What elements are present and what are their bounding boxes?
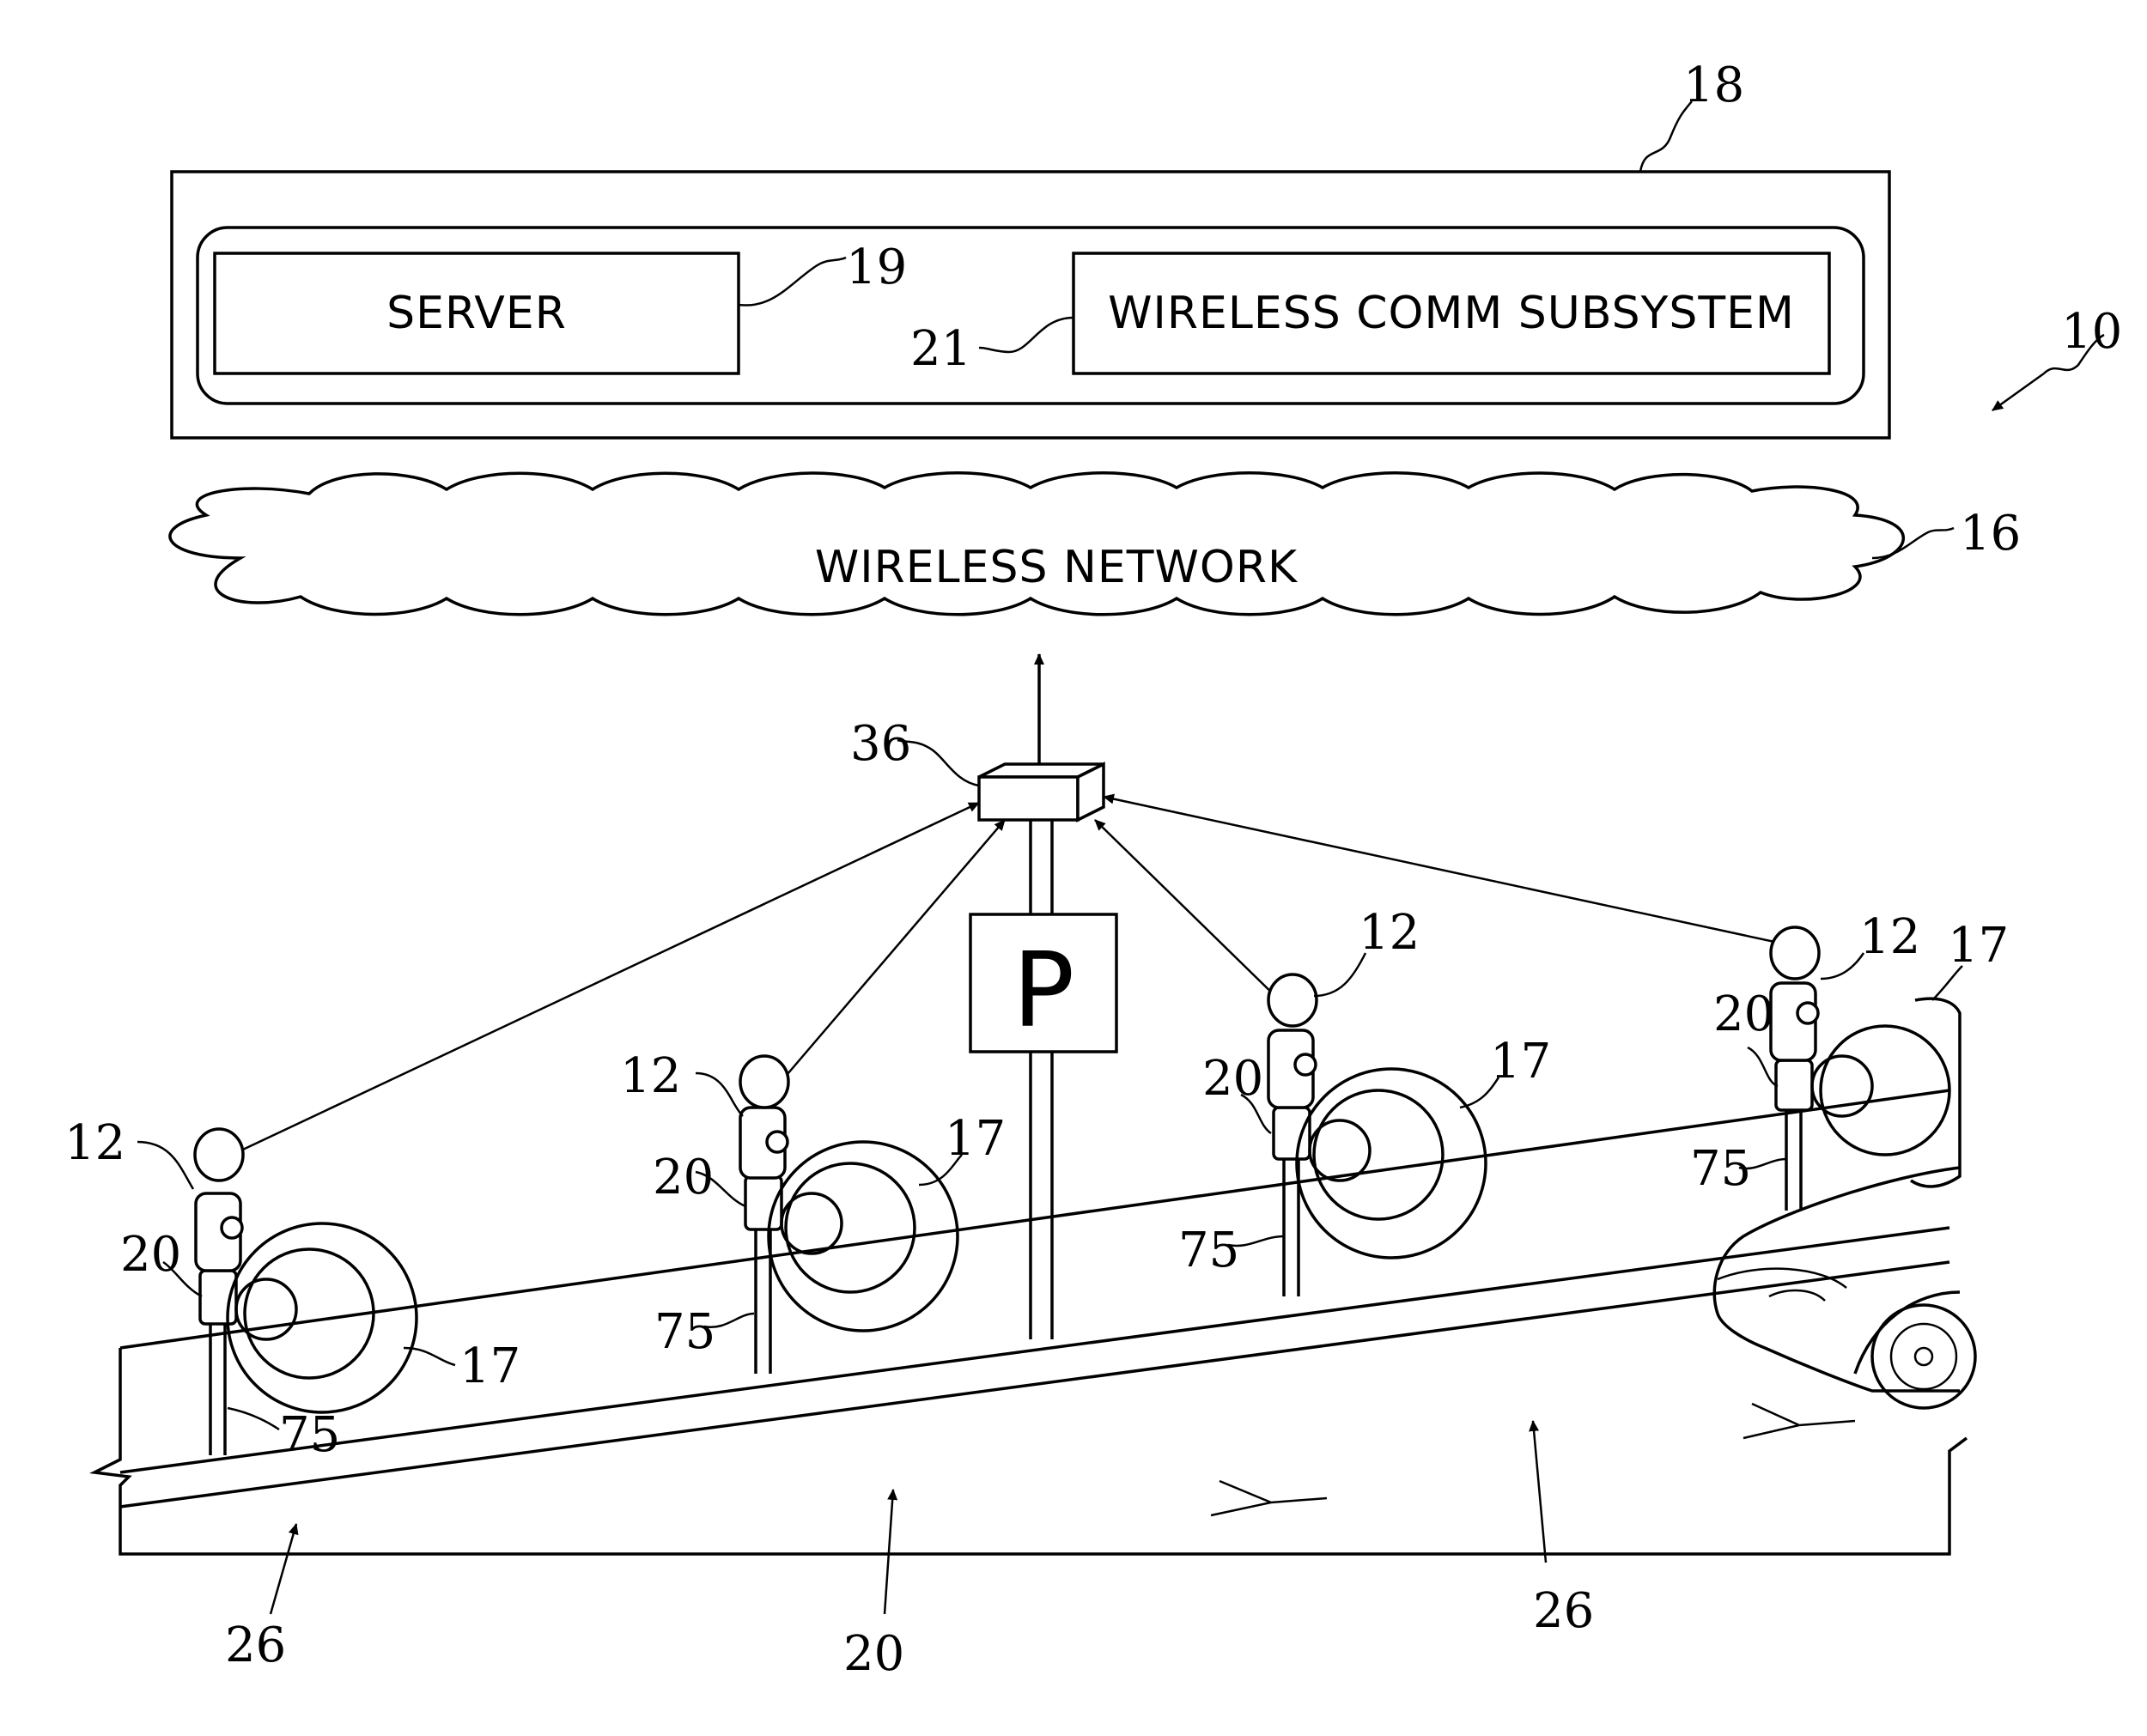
road-markings: [1211, 1404, 1855, 1515]
ref-meter-3: 12: [1359, 905, 1420, 961]
ref-sensor-road: 20: [843, 1626, 904, 1682]
ref-zone-3: 17: [1490, 1034, 1551, 1090]
parking-sign-letter: P: [1013, 932, 1074, 1051]
ref-sensor-4: 20: [1713, 986, 1774, 1042]
ref-sensor-2: 20: [653, 1150, 714, 1205]
parking-sign: P: [970, 820, 1116, 1339]
parking-meter-1: 12 20 17 75: [64, 1115, 520, 1463]
wireless-network-cloud: WIRELESS NETWORK 16: [170, 473, 2021, 615]
ref-pole: 75: [279, 1407, 340, 1463]
ref-facility: 18: [1683, 58, 1744, 113]
wireless-comm-label: WIRELESS COMM SUBSYSTEM: [1108, 288, 1795, 339]
ref-zone-2: 17: [945, 1111, 1006, 1167]
ref-pole-3: 75: [1178, 1223, 1239, 1278]
ground-refs: 26 20 26: [225, 1421, 1594, 1682]
ref-zone-4: 17: [1948, 918, 2009, 974]
ref-sensor: 20: [120, 1227, 181, 1283]
ref-network: 16: [1960, 506, 2021, 561]
ref-pole-2: 75: [654, 1304, 715, 1360]
ref-sensor-3: 20: [1202, 1051, 1263, 1107]
ref-server: 19: [846, 240, 907, 295]
wireless-network-label: WIRELESS NETWORK: [815, 542, 1299, 593]
ref-zone: 17: [459, 1338, 520, 1394]
parking-meter-2: 12 20 17 75: [620, 1048, 1006, 1374]
ref-gateway: 36: [850, 716, 911, 772]
ref-system: 10: [2061, 304, 2122, 360]
server-label: SERVER: [386, 288, 567, 339]
ref-meter-4: 12: [1859, 909, 1920, 965]
ref-space-right: 26: [1533, 1583, 1594, 1639]
ref-pole-4: 75: [1690, 1141, 1751, 1197]
ref-meter: 12: [64, 1115, 125, 1171]
wireless-comm-box: WIRELESS COMM SUBSYSTEM 21: [910, 253, 1829, 377]
ref-meter-2: 12: [620, 1048, 681, 1104]
system-ref: 10: [1992, 304, 2122, 410]
parking-meter-3: 12 20 17 75: [1178, 905, 1551, 1296]
server-box: SERVER 19: [215, 240, 907, 373]
ref-comm: 21: [910, 321, 971, 377]
gateway: 36: [850, 654, 1104, 820]
central-facility: 18: [172, 58, 1889, 438]
ref-space-left: 26: [225, 1618, 286, 1673]
parking-meter-4: 12 20 17 75: [1690, 909, 2009, 1211]
